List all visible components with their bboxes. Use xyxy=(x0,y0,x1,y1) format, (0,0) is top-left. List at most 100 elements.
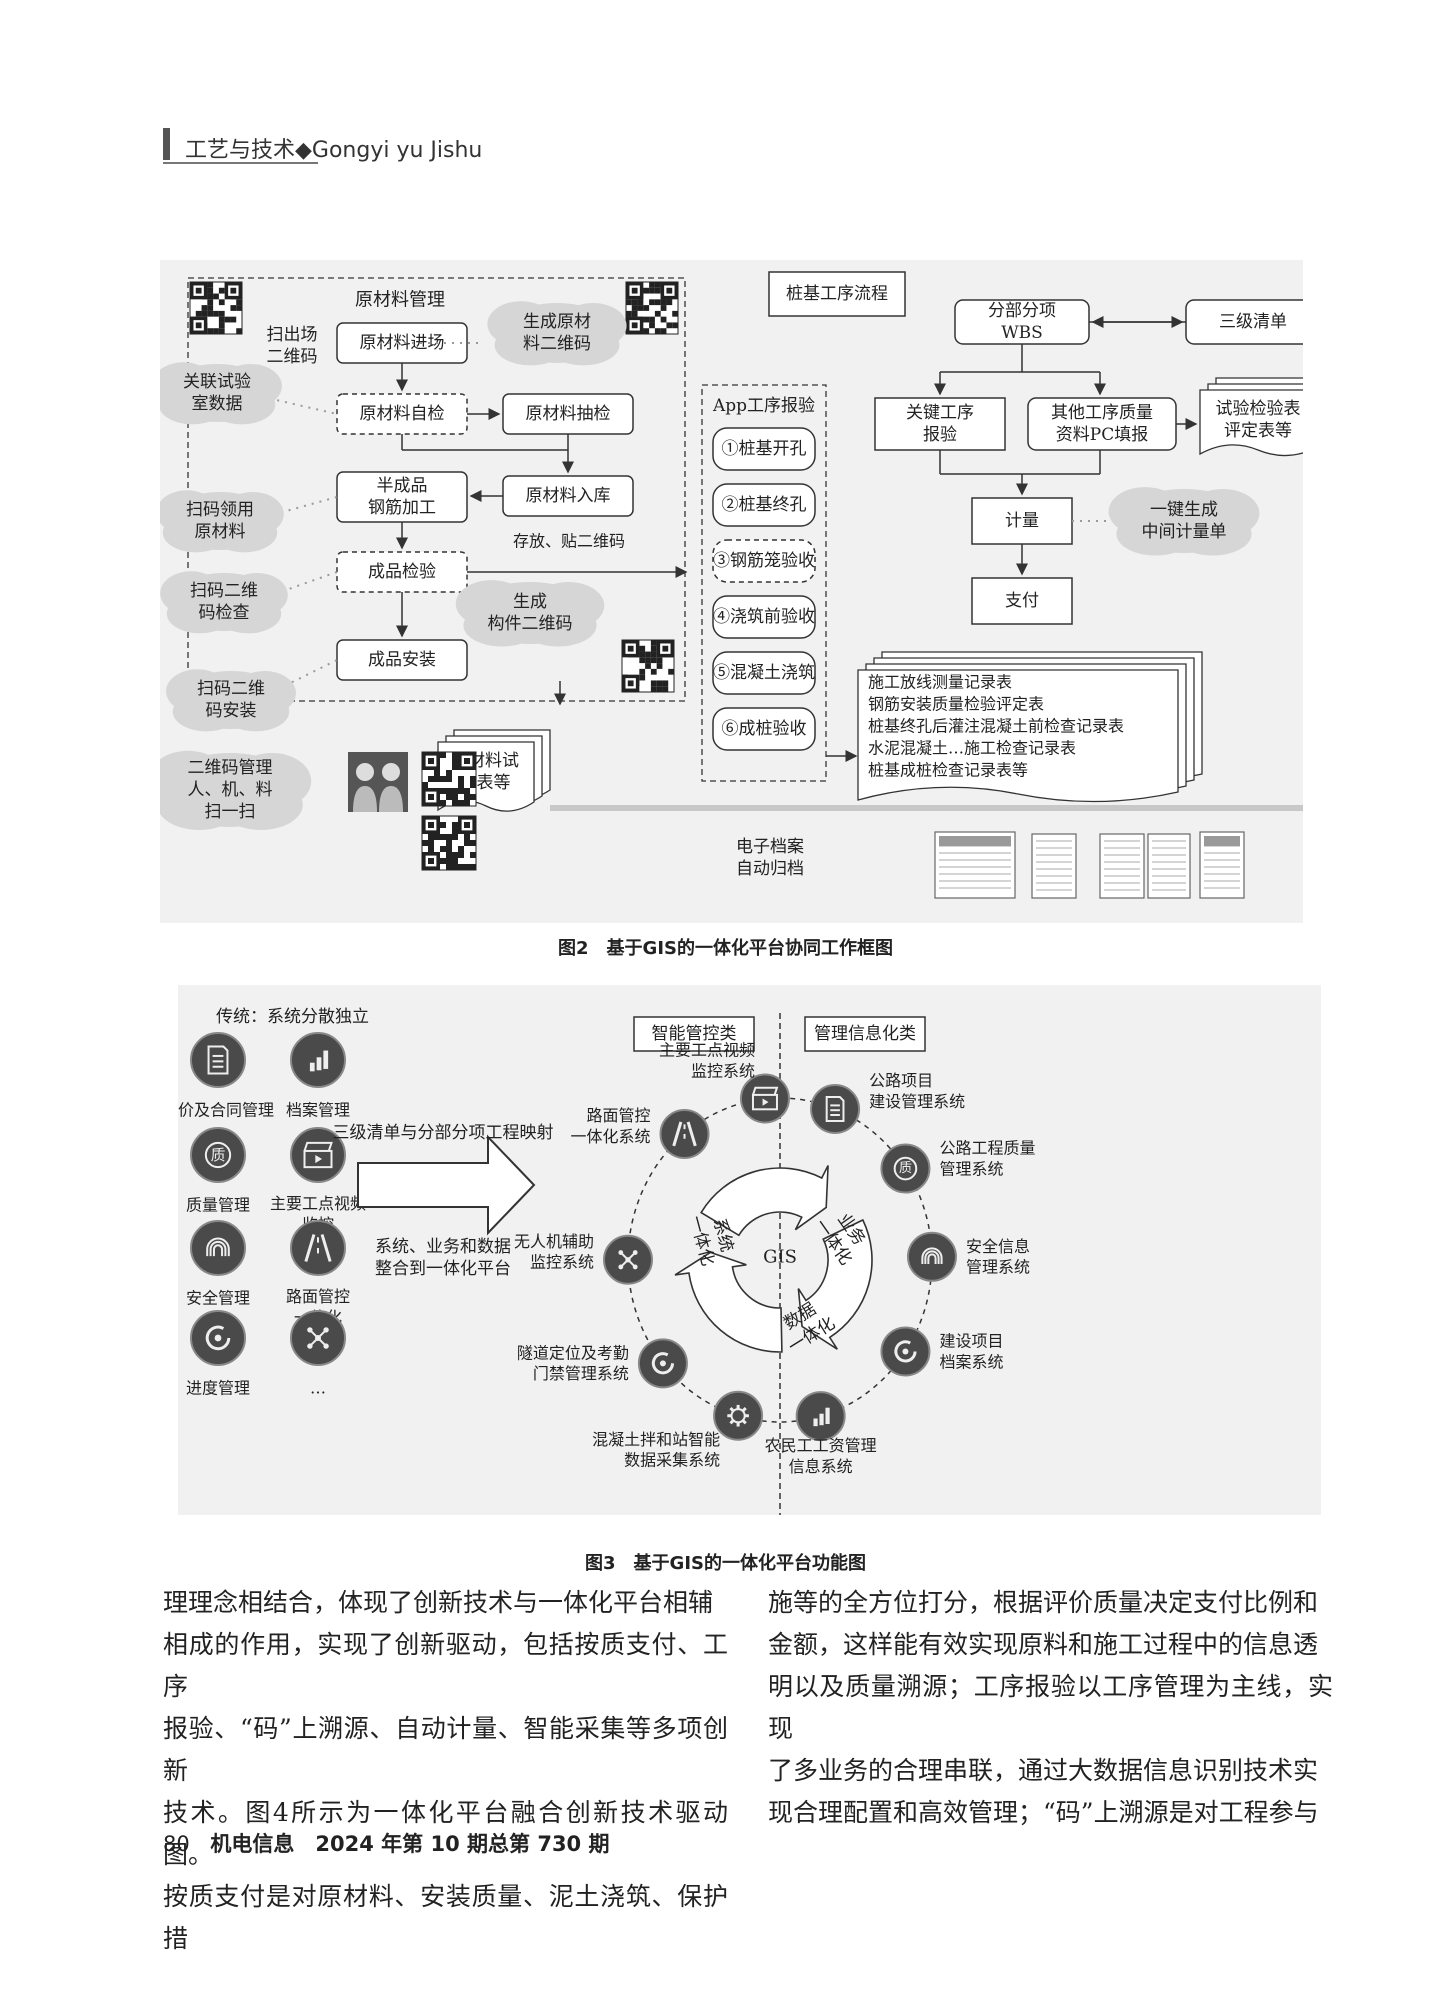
cloud-part xyxy=(519,604,597,647)
cloud-part xyxy=(494,324,567,366)
body-line: 金额，这样能有效实现原料和施工过程中的信息透 xyxy=(768,1630,1319,1659)
qr-finder-core xyxy=(631,322,638,329)
qr-module xyxy=(639,651,646,658)
qr-module xyxy=(654,282,661,288)
qr-module xyxy=(434,776,440,782)
qr-module xyxy=(470,852,476,858)
bar-chart-icon xyxy=(309,1050,329,1072)
cloud-gen-qr-label: 料二维码 xyxy=(523,334,591,354)
network-icon xyxy=(618,1250,638,1270)
glyph xyxy=(632,1250,638,1255)
node-measure-label: 计量 xyxy=(1005,511,1039,531)
arrow-bottom-label: 系统、业务和数据 xyxy=(375,1237,511,1257)
qr-module xyxy=(631,310,638,317)
qr-module xyxy=(452,800,458,806)
qr-module xyxy=(650,680,657,687)
qr-module xyxy=(452,852,458,858)
cloud-part xyxy=(547,324,620,366)
body-line: 技术。图4所示为一体化平台融合创新技术驱动图。 xyxy=(163,1798,728,1869)
qr-module xyxy=(639,668,646,675)
traditional-system-icon xyxy=(290,1220,346,1276)
glyph xyxy=(651,1352,675,1375)
qr-module xyxy=(446,852,452,858)
qr-module xyxy=(452,758,458,764)
cloud-part xyxy=(211,512,278,553)
qr-module xyxy=(218,316,225,323)
record-item: 水泥混凝土…施工检查记录表 xyxy=(868,739,1076,758)
qr-module xyxy=(458,800,464,806)
app-step xyxy=(712,539,816,583)
smart-title-box xyxy=(633,1016,755,1052)
qr-scan-label: 二维码 xyxy=(267,347,318,367)
archive-thumbnail xyxy=(934,831,1016,899)
info-title: 管理信息化类 xyxy=(814,1024,916,1044)
smart-system-label: 隧道定位及考勤 xyxy=(517,1343,629,1362)
qr-module xyxy=(201,310,208,317)
qr-module xyxy=(446,858,452,864)
qr-module xyxy=(649,322,655,329)
qr-module xyxy=(662,680,669,687)
record-item: 施工放线测量记录表 xyxy=(868,673,1012,692)
qr-module xyxy=(458,864,464,870)
cloud-qr-manage-label: 扫一扫 xyxy=(205,802,256,822)
cloud-part xyxy=(463,604,541,647)
badge-circle xyxy=(190,1127,246,1183)
qr-module xyxy=(452,864,458,870)
qr-finder-core xyxy=(428,758,434,764)
qr-module xyxy=(236,305,242,311)
glyph xyxy=(307,1327,313,1333)
glyph xyxy=(762,1098,769,1106)
qr-code-icon xyxy=(621,639,675,693)
qr-module xyxy=(207,287,214,294)
body-line: 相成的作用，实现了创新驱动，包括按质支付、工序 xyxy=(163,1630,728,1701)
qr-module xyxy=(207,310,214,317)
node-semi-label: 半成品 xyxy=(377,476,428,496)
archive-band xyxy=(550,805,1303,811)
qr-module xyxy=(643,287,650,294)
record-item: 桩基成桩检查记录表等 xyxy=(868,761,1028,780)
glyph xyxy=(309,1062,315,1072)
figure-3-diagram: 传统：系统分散独立造价及合同管理档案管理质质量管理主要工点视频监控安全管理路面管… xyxy=(162,1007,1035,1515)
qr-module xyxy=(458,846,464,852)
record-item: 桩基终孔后灌注混凝土前检查记录表 xyxy=(868,717,1124,736)
glyph xyxy=(204,1141,232,1169)
cloud-gen-component-qr-label: 生成 xyxy=(513,592,547,612)
road-icon xyxy=(304,1234,332,1262)
glyph xyxy=(625,1257,631,1263)
qr-module xyxy=(230,305,237,311)
qr-module xyxy=(656,663,663,669)
qr-module xyxy=(440,822,446,828)
qr-module xyxy=(452,858,458,864)
qr-module xyxy=(650,645,657,652)
qr-module xyxy=(236,328,242,334)
body-line: 按质支付是对原材料、安装质量、泥土浇筑、保护措 xyxy=(163,1882,728,1953)
smart-system-label: 主要工点视频 xyxy=(659,1041,755,1060)
qr-module xyxy=(446,834,452,840)
cloud-lab-label: 室数据 xyxy=(192,394,243,414)
qr-module xyxy=(428,840,434,846)
glyph xyxy=(632,1264,638,1270)
qr-module xyxy=(654,328,661,334)
qr-module xyxy=(470,782,476,788)
qr-module xyxy=(207,293,214,300)
node-install-label: 成品安装 xyxy=(368,650,436,670)
qr-module xyxy=(626,310,632,317)
badge-circle xyxy=(906,1231,957,1282)
node-install xyxy=(336,639,468,681)
cloud-lab-label: 关联试验 xyxy=(183,372,251,392)
bar-chart-icon xyxy=(813,1407,830,1427)
qr-module xyxy=(452,834,458,840)
header-text: 工艺与技术◆Gongyi yu Jishu xyxy=(185,138,483,163)
qr-module xyxy=(631,305,638,311)
qr-module xyxy=(422,782,428,788)
cloud-part xyxy=(215,593,282,634)
archive-label: 电子档案 xyxy=(736,837,804,857)
cycle-arrow xyxy=(700,1165,829,1237)
worker-body xyxy=(353,786,377,812)
cloud-gen-measure-label: 中间计量单 xyxy=(1142,522,1227,542)
qr-module xyxy=(464,788,470,794)
node-other-quality-label: 其他工序质量 xyxy=(1051,403,1153,423)
